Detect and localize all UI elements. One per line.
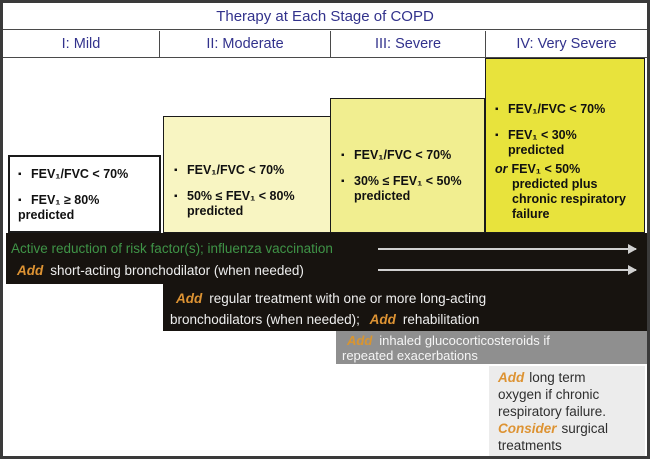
diagram-title-row: Therapy at Each Stage of COPD	[3, 3, 647, 30]
criteria-item: ▪FEV₁/FVC < 70%	[495, 102, 606, 116]
stage1-criteria-box: ▪FEV₁/FVC < 70% ▪FEV₁ ≥ 80%predicted	[8, 155, 161, 233]
therapy-bar-all-stages: Active reduction of risk factor(s); infl…	[6, 233, 647, 284]
stage4-criteria-list: ▪FEV₁/FVC < 70% ▪FEV₁ < 30%predicted	[495, 102, 640, 158]
arrow-right-icon	[378, 265, 637, 275]
stage-header-severe: III: Severe	[330, 31, 485, 57]
stage-header-mild: I: Mild	[61, 36, 101, 52]
stage2-criteria-box: ▪FEV₁/FVC < 70% ▪50% ≤ FEV₁ < 80%predict…	[163, 116, 331, 233]
stage1-criteria-list: ▪FEV₁/FVC < 70% ▪FEV₁ ≥ 80%predicted	[18, 167, 153, 223]
bullet-icon: ▪	[495, 130, 499, 141]
stage-header-very-severe: IV: Very Severe	[485, 31, 647, 57]
bullet-icon: ▪	[341, 176, 345, 187]
stage3-criteria-box: ▪FEV₁/FVC < 70% ▪30% ≤ FEV₁ < 50%predict…	[330, 98, 485, 233]
add-emphasis: Add	[17, 263, 44, 278]
risk-reduction-line: Active reduction of risk factor(s); infl…	[11, 241, 333, 256]
bullet-icon: ▪	[341, 150, 345, 161]
criteria-item: ▪FEV₁/FVC < 70%	[18, 167, 129, 181]
bullet-icon: ▪	[18, 169, 22, 180]
page-title: Therapy at Each Stage of COPD	[216, 7, 434, 25]
add-emphasis: Add	[369, 312, 396, 327]
bullet-icon: ▪	[495, 104, 499, 115]
glucocorticosteroids-line2: repeated exacerbations	[342, 348, 478, 363]
criteria-item: ▪50% ≤ FEV₁ < 80%predicted	[174, 189, 295, 218]
bullet-icon: ▪	[174, 165, 178, 176]
stage-header-row: I: Mild II: Moderate III: Severe IV: Ver…	[3, 31, 647, 58]
arrow-right-icon	[378, 244, 637, 254]
add-emphasis: Add	[347, 333, 373, 348]
or-emphasis: or	[495, 162, 508, 176]
consider-emphasis: Consider	[498, 421, 557, 436]
criteria-item: ▪FEV₁/FVC < 70%	[174, 163, 285, 177]
stage-header-moderate: II: Moderate	[159, 31, 330, 57]
criteria-item: ▪FEV₁ < 30%predicted	[495, 128, 577, 157]
bullet-icon: ▪	[174, 191, 178, 202]
bullet-icon: ▪	[18, 195, 22, 206]
stage2-criteria-list: ▪FEV₁/FVC < 70% ▪50% ≤ FEV₁ < 80%predict…	[174, 163, 324, 219]
add-emphasis: Add	[176, 291, 203, 306]
add-emphasis: Add	[498, 370, 525, 385]
stage3-criteria-list: ▪FEV₁/FVC < 70% ▪30% ≤ FEV₁ < 50%predict…	[341, 148, 480, 204]
criteria-item: ▪FEV₁/FVC < 70%	[341, 148, 452, 162]
criteria-item: ▪FEV₁ ≥ 80%predicted	[18, 193, 100, 222]
criteria-item: ▪30% ≤ FEV₁ < 50%predicted	[341, 174, 462, 203]
